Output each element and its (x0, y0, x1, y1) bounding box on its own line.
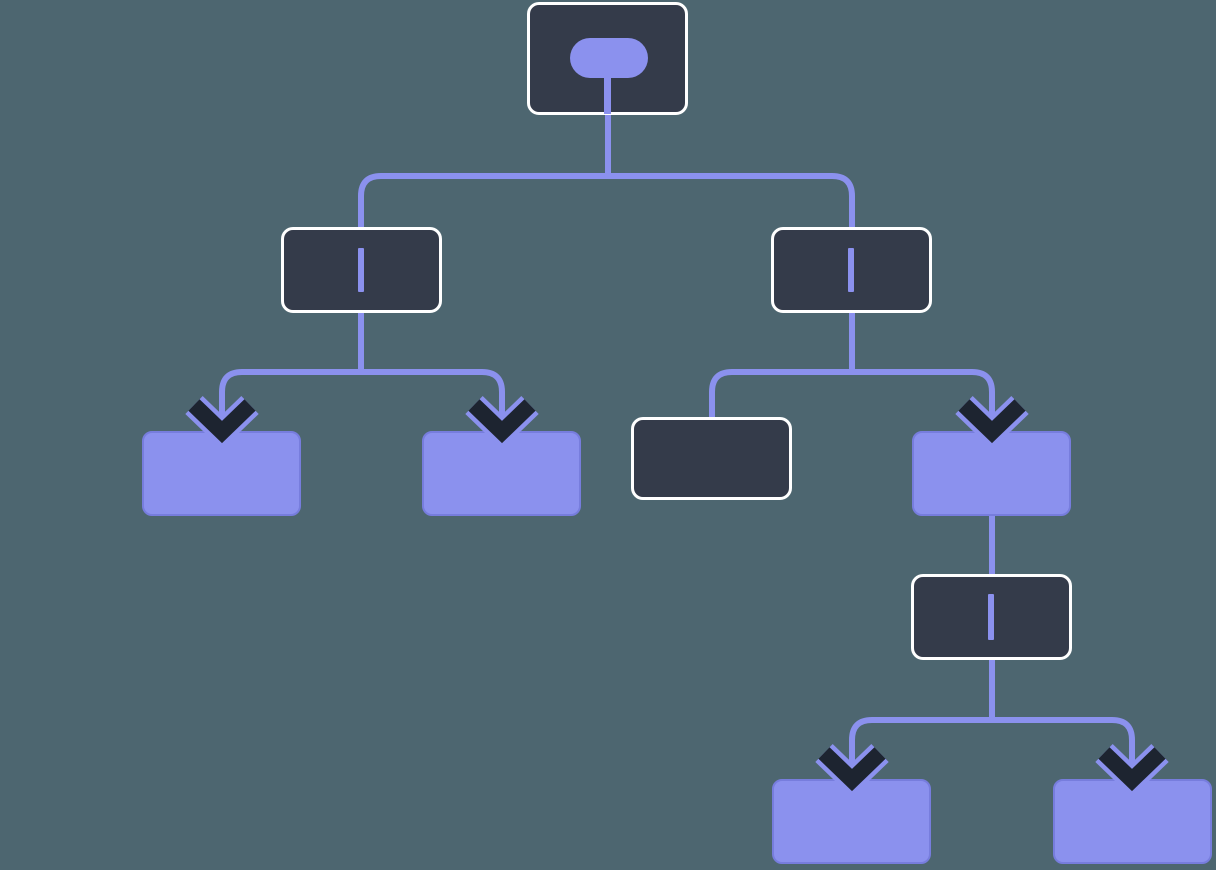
node-marker-stem-root (604, 78, 611, 114)
node-marker-pill-root (570, 38, 648, 78)
tree-node-n-l2-a[interactable] (142, 431, 301, 516)
tree-node-n-l1-right[interactable] (771, 227, 932, 313)
tree-node-n-l2-b[interactable] (422, 431, 581, 516)
tree-node-n-l2-d[interactable] (912, 431, 1071, 516)
tree-node-n-l2-c[interactable] (631, 417, 792, 500)
tree-node-n-l4-b[interactable] (1053, 779, 1212, 864)
node-marker-bar-n-l3 (988, 594, 994, 640)
node-marker-bar-n-l1-right (848, 248, 854, 292)
node-marker-bar-n-l1-left (358, 248, 364, 292)
tree-node-n-l4-a[interactable] (772, 779, 931, 864)
